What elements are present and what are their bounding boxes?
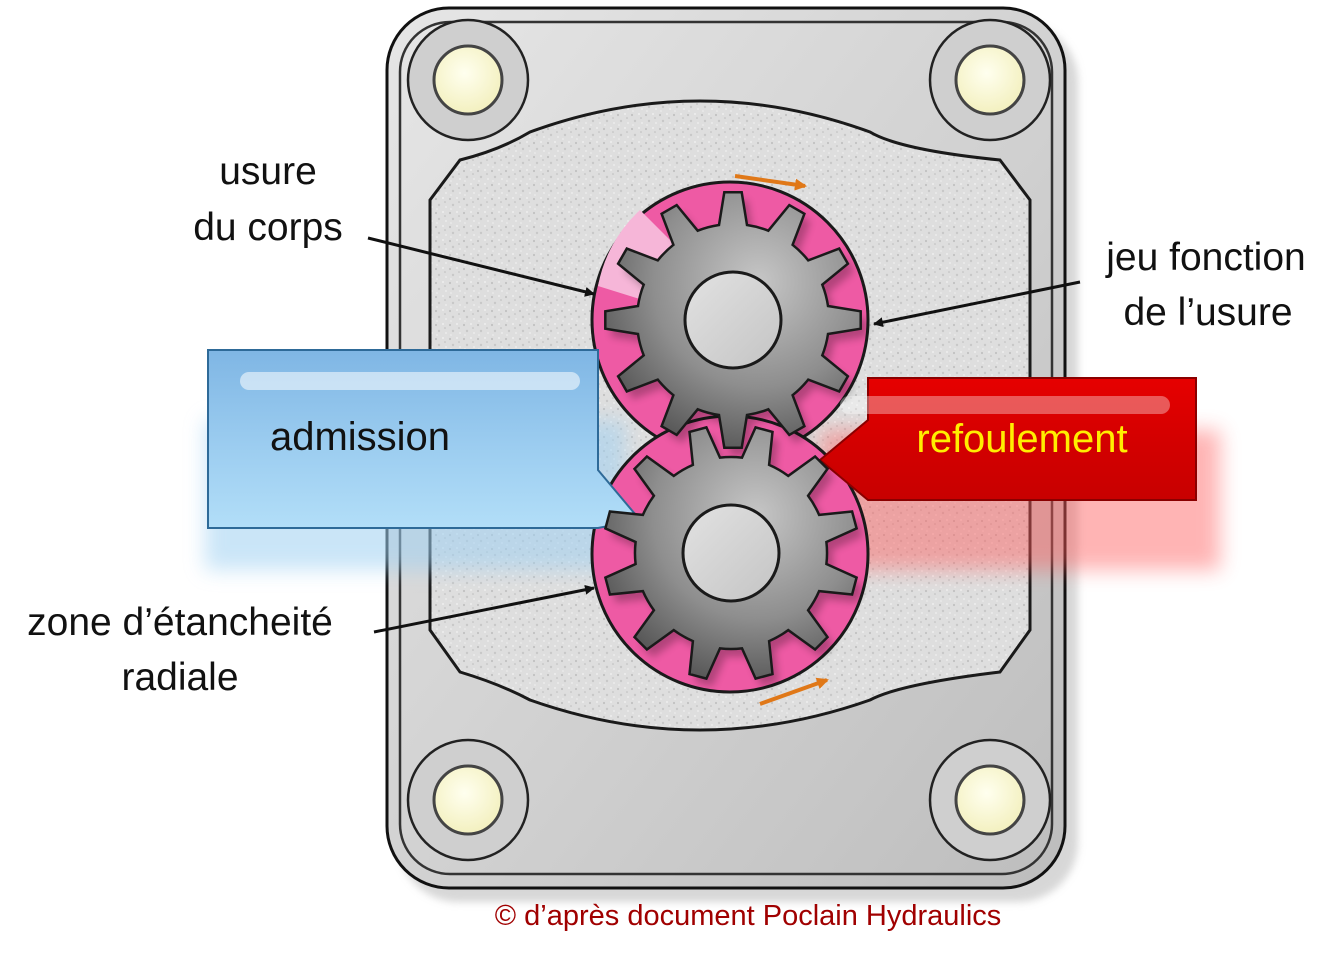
gear-top-hub bbox=[683, 270, 783, 370]
label-jeu-fonction-1: jeu fonction bbox=[1105, 236, 1305, 279]
leader-usure-corps bbox=[367, 236, 595, 297]
label-zone-etancheite-2: radiale bbox=[121, 656, 238, 699]
gear-bottom-hub bbox=[681, 503, 781, 603]
arrow-right-icon bbox=[734, 174, 807, 191]
label-jeu-fonction-2: de l’usure bbox=[1123, 291, 1292, 334]
mounting-bolts bbox=[406, 18, 1052, 862]
leader-zone-etancheite bbox=[373, 584, 595, 634]
arrow-right-icon bbox=[759, 677, 829, 706]
bolt-top-right bbox=[928, 18, 1052, 142]
label-admission: admission bbox=[270, 415, 450, 459]
label-zone-etancheite-1: zone d’étancheité bbox=[27, 601, 333, 644]
bolt-top-left bbox=[406, 18, 530, 142]
refoulement-port bbox=[818, 377, 1197, 501]
credit-text: © d’après document Poclain Hydraulics bbox=[495, 900, 1002, 932]
label-usure-corps-1: usure bbox=[219, 150, 317, 193]
bolt-bottom-left bbox=[406, 738, 530, 862]
label-usure-corps-2: du corps bbox=[193, 206, 343, 249]
bolt-bottom-right bbox=[928, 738, 1052, 862]
leader-jeu-fonction bbox=[873, 280, 1081, 328]
label-refoulement: refoulement bbox=[916, 417, 1127, 461]
